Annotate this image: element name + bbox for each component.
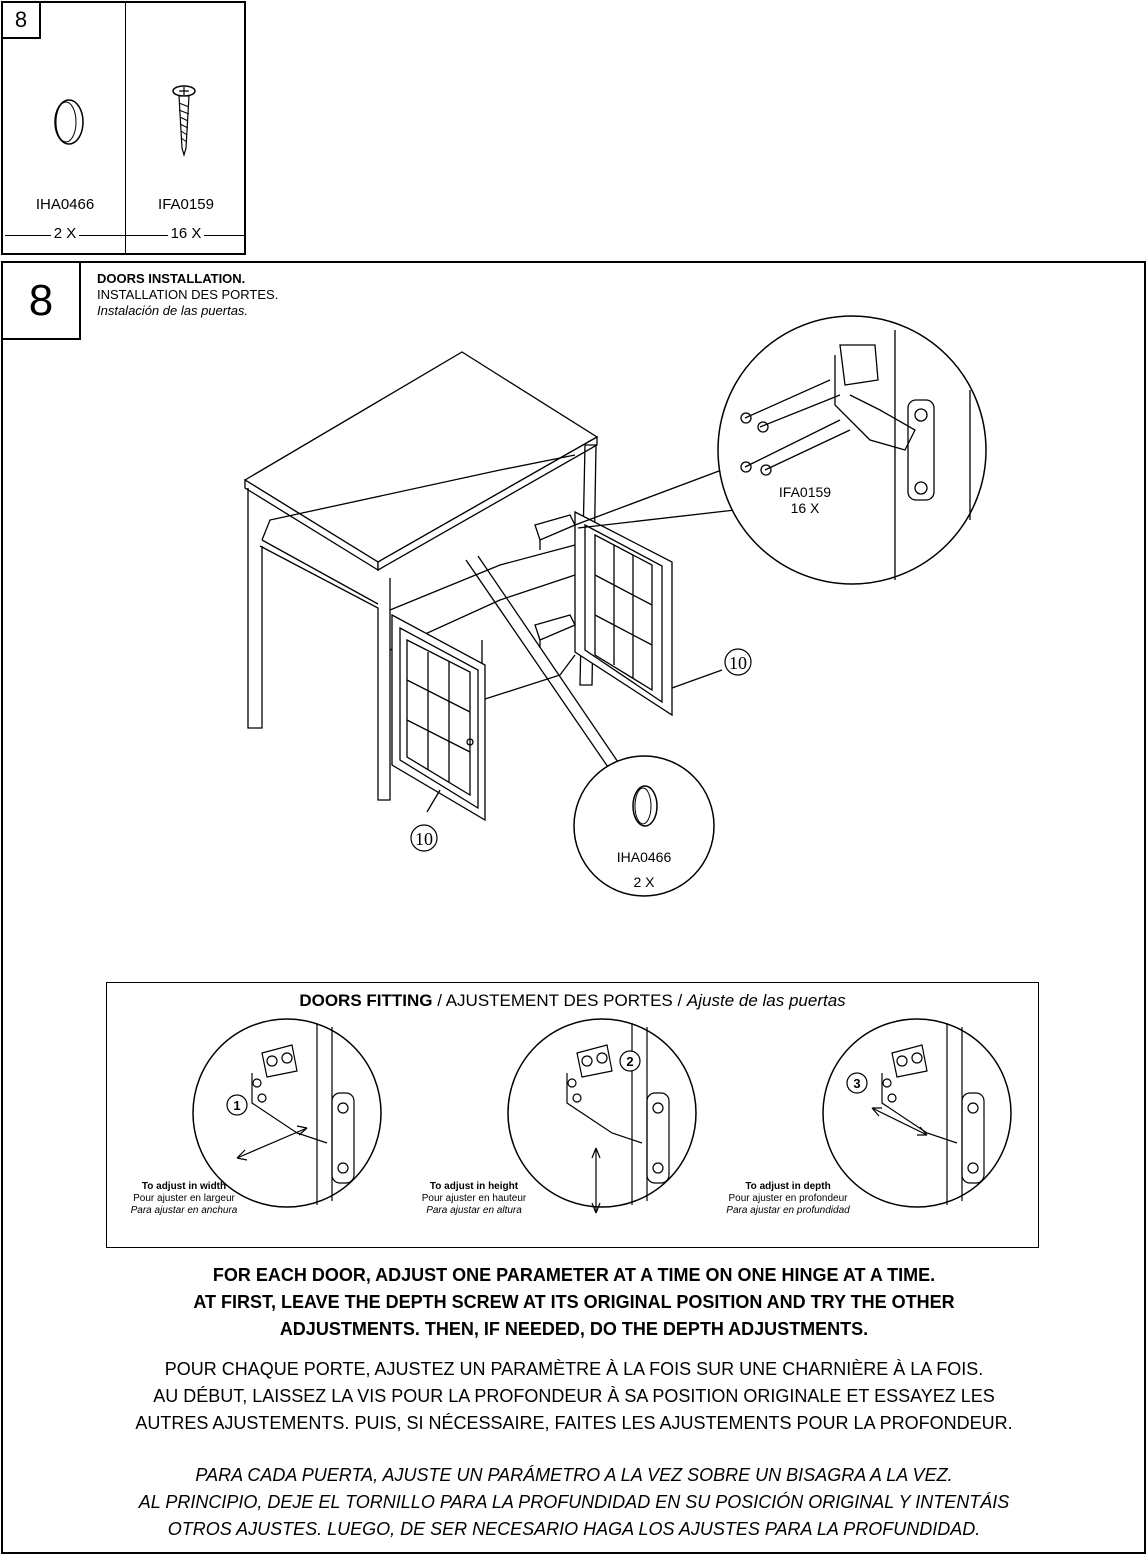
fitting-title-es: Ajuste de las puertas [686, 991, 846, 1010]
instructions-en: FOR EACH DOOR, ADJUST ONE PARAMETER AT A… [40, 1262, 1108, 1343]
adjust-depth-fr: Pour ajuster en profondeur [728, 1193, 848, 1204]
hinge-adjust-diagrams: 1 2 3 [192, 1018, 1012, 1214]
adjust-width-fr: Pour ajuster en largeur [133, 1193, 235, 1204]
instructions-fr-line-1: POUR CHAQUE PORTE, AJUSTEZ UN PARAMÈTRE … [164, 1359, 984, 1379]
instructions-fr-line-3: AUTRES AJUSTEMENTS. PUIS, SI NÉCESSAIRE,… [135, 1413, 1013, 1433]
hardware-icons [54, 85, 196, 158]
adjust-height-es: Para ajustar en altura [426, 1205, 522, 1216]
fitting-sep-1: / [432, 991, 446, 1010]
adjust-depth-es: Para ajustar en profundidad [726, 1205, 850, 1216]
adjust-num-3: 3 [853, 1076, 860, 1091]
hinge-callout-qty: 16 X [791, 500, 820, 516]
hardware-code-2: IFA0159 [158, 196, 214, 213]
title-es: Instalación de las puertas. [97, 303, 249, 318]
instructions-en-line-1: FOR EACH DOOR, ADJUST ONE PARAMETER AT A… [212, 1265, 936, 1285]
cabinet-top [243, 351, 599, 563]
instructions-es-line-2: AL PRINCIPIO, DEJE EL TORNILLO PARA LA P… [138, 1492, 1010, 1512]
hardware-box: 8 IHA0466 IFA0159 2 X 16 X [1, 1, 246, 255]
step-titles: DOORS INSTALLATION. INSTALLATION DES POR… [97, 271, 278, 319]
left-door [391, 613, 486, 822]
adjust-width-en: To adjust in width [141, 1181, 227, 1192]
hinge-width-diagram [192, 1018, 382, 1208]
adjust-depth-en: To adjust in depth [745, 1181, 831, 1192]
part-label-right-text: 10 [729, 653, 747, 673]
doors-fitting-title: DOORS FITTING / AJUSTEMENT DES PORTES / … [107, 991, 1038, 1011]
adjust-label-width: To adjust in width Pour ajuster en large… [109, 1181, 259, 1217]
cabinet-illustration: IFA0159 16 X IHA0466 2 X 10 10 [243, 315, 987, 897]
fitting-sep-2: / [672, 991, 687, 1010]
pad-callout-qty: 2 X [633, 874, 655, 890]
instructions-fr-line-2: AU DÉBUT, LAISSEZ LA VIS POUR LA PROFOND… [153, 1386, 995, 1406]
hardware-qty-1-text: 2 X [50, 225, 80, 242]
instructions-es-line-3: OTROS AJUSTES. LUEGO, DE SER NECESARIO H… [167, 1519, 981, 1539]
fitting-title-en: DOORS FITTING [299, 991, 433, 1010]
doors-fitting-box: DOORS FITTING / AJUSTEMENT DES PORTES / … [106, 982, 1039, 1248]
instructions-es-line-1: PARA CADA PUERTA, AJUSTE UN PARÁMETRO A … [195, 1465, 953, 1485]
part-label-right: 10 [724, 648, 752, 676]
cabinet-left-side [247, 488, 263, 729]
instructions-en-line-2: AT FIRST, LEAVE THE DEPTH SCREW AT ITS O… [193, 1292, 955, 1312]
title-en: DOORS INSTALLATION. [97, 271, 246, 286]
round-pad-icon [54, 99, 84, 145]
hardware-qty-1: 2 X [5, 225, 125, 245]
fitting-title-fr: AJUSTEMENT DES PORTES [445, 991, 673, 1010]
adjust-num-1: 1 [233, 1098, 240, 1113]
adjust-label-height: To adjust in height Pour ajuster en haut… [399, 1181, 549, 1217]
part-label-left-text: 10 [415, 829, 433, 849]
step-frame: 8 DOORS INSTALLATION. INSTALLATION DES P… [1, 261, 1146, 1554]
pad-callout-code: IHA0466 [617, 849, 672, 865]
hardware-divider [125, 3, 126, 253]
adjust-height-en: To adjust in height [429, 1181, 519, 1192]
hinge-callout-code: IFA0159 [779, 484, 831, 500]
hardware-step-number: 8 [3, 3, 41, 39]
adjust-label-depth: To adjust in depth Pour ajuster en profo… [713, 1181, 863, 1217]
hardware-qty-2-text: 16 X [167, 225, 205, 242]
instructions-fr: POUR CHAQUE PORTE, AJUSTEZ UN PARAMÈTRE … [40, 1356, 1108, 1437]
adjust-num-2: 2 [626, 1054, 633, 1069]
title-fr: INSTALLATION DES PORTES. [97, 287, 279, 302]
hinge-depth-diagram [822, 1018, 1012, 1208]
step-number: 8 [3, 263, 81, 340]
hinge-callout [717, 315, 987, 585]
adjust-height-fr: Pour ajuster en hauteur [421, 1193, 527, 1204]
part-label-left: 10 [410, 824, 438, 852]
hinge-height-diagram [507, 1018, 697, 1214]
hardware-code-1: IHA0466 [35, 196, 95, 213]
pad-callout [573, 755, 715, 897]
instructions-en-line-3: ADJUSTMENTS. THEN, IF NEEDED, DO THE DEP… [279, 1319, 869, 1339]
instructions-es: PARA CADA PUERTA, AJUSTE UN PARÁMETRO A … [40, 1462, 1108, 1543]
hardware-qty-2: 16 X [126, 225, 246, 245]
screw-icon [172, 85, 196, 158]
adjust-width-es: Para ajustar en anchura [130, 1205, 238, 1216]
